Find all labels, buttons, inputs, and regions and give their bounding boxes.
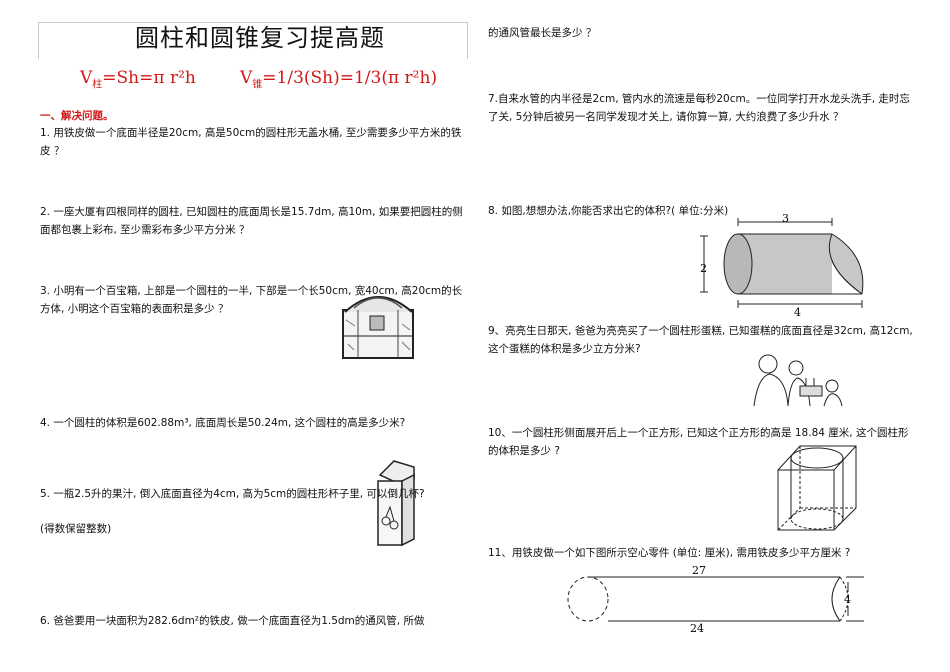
figure-8-label-left: 2 — [700, 262, 707, 275]
question-3: 3. 小明有一个百宝箱, 上部是一个圆柱的一半, 下部是一个长50cm, 宽40… — [40, 285, 463, 315]
treasure-chest-image — [342, 296, 414, 359]
figure-8-label-bottom: 4 — [794, 306, 801, 318]
question-4: 4. 一个圆柱的体积是602.88m³, 底面周长是50.24m, 这个圆柱的高… — [40, 417, 406, 429]
question-9: 9、亮亮生日那天, 爸爸为亮亮买了一个圆柱形蛋糕, 已知蛋糕的底面直径是32cm… — [488, 325, 913, 355]
question-8: 8. 如图,想想办法,你能否求出它的体积?( 单位:分米) — [488, 205, 729, 217]
cylinder-volume-formula: V柱=Sh=π r²h — [80, 68, 196, 91]
figure-11-label-bottom: 24 — [690, 622, 704, 635]
birthday-cake-image — [753, 354, 843, 407]
section-heading: 一、解决问题。 — [40, 110, 114, 122]
question-7: 7.自来水管的内半径是2cm, 管内水的流速是每秒20cm。一位同学打开水龙头洗… — [488, 93, 910, 123]
question-5: 5. 一瓶2.5升的果汁, 倒入底面直径为4cm, 高为5cm的圆柱形杯子里, … — [40, 488, 425, 500]
figure-8-cut-cylinder: 3 2 4 — [700, 212, 864, 318]
title-frame — [38, 22, 468, 59]
figure-10-cylinder-in-cube — [777, 445, 857, 531]
question-2: 2. 一座大厦有四根同样的圆柱, 已知圆柱的底面周长是15.7dm, 高10m,… — [40, 206, 463, 236]
figure-11-label-top: 27 — [692, 564, 706, 577]
question-10: 10、一个圆柱形侧面展开后上一个正方形, 已知这个正方形的高是 18.84 厘米… — [488, 427, 909, 457]
figure-11-hollow-pipe: 27 4 24 — [567, 564, 864, 635]
question-6-continued: 的通风管最长是多少 ？ — [488, 27, 597, 39]
cone-volume-formula: V锥=1/3(Sh)=1/3(π r²h) — [240, 68, 438, 91]
question-11: 11、用铁皮做一个如下图所示空心零件 (单位: 厘米), 需用铁皮多少平方厘米 … — [488, 547, 851, 559]
question-5-note: (得数保留整数) — [40, 523, 112, 535]
page-title: 圆柱和圆锥复习提高题 — [135, 24, 385, 52]
question-1: 1. 用铁皮做一个底面半径是20cm, 高是50cm的圆柱形无盖水桶, 至少需要… — [40, 127, 462, 157]
figure-8-label-top: 3 — [782, 212, 789, 225]
juice-carton-image — [377, 460, 415, 547]
figure-11-label-right: 4 — [844, 593, 851, 606]
question-6: 6. 爸爸要用一块面积为282.6dm²的铁皮, 做一个底面直径为1.5dm的通… — [40, 615, 425, 627]
